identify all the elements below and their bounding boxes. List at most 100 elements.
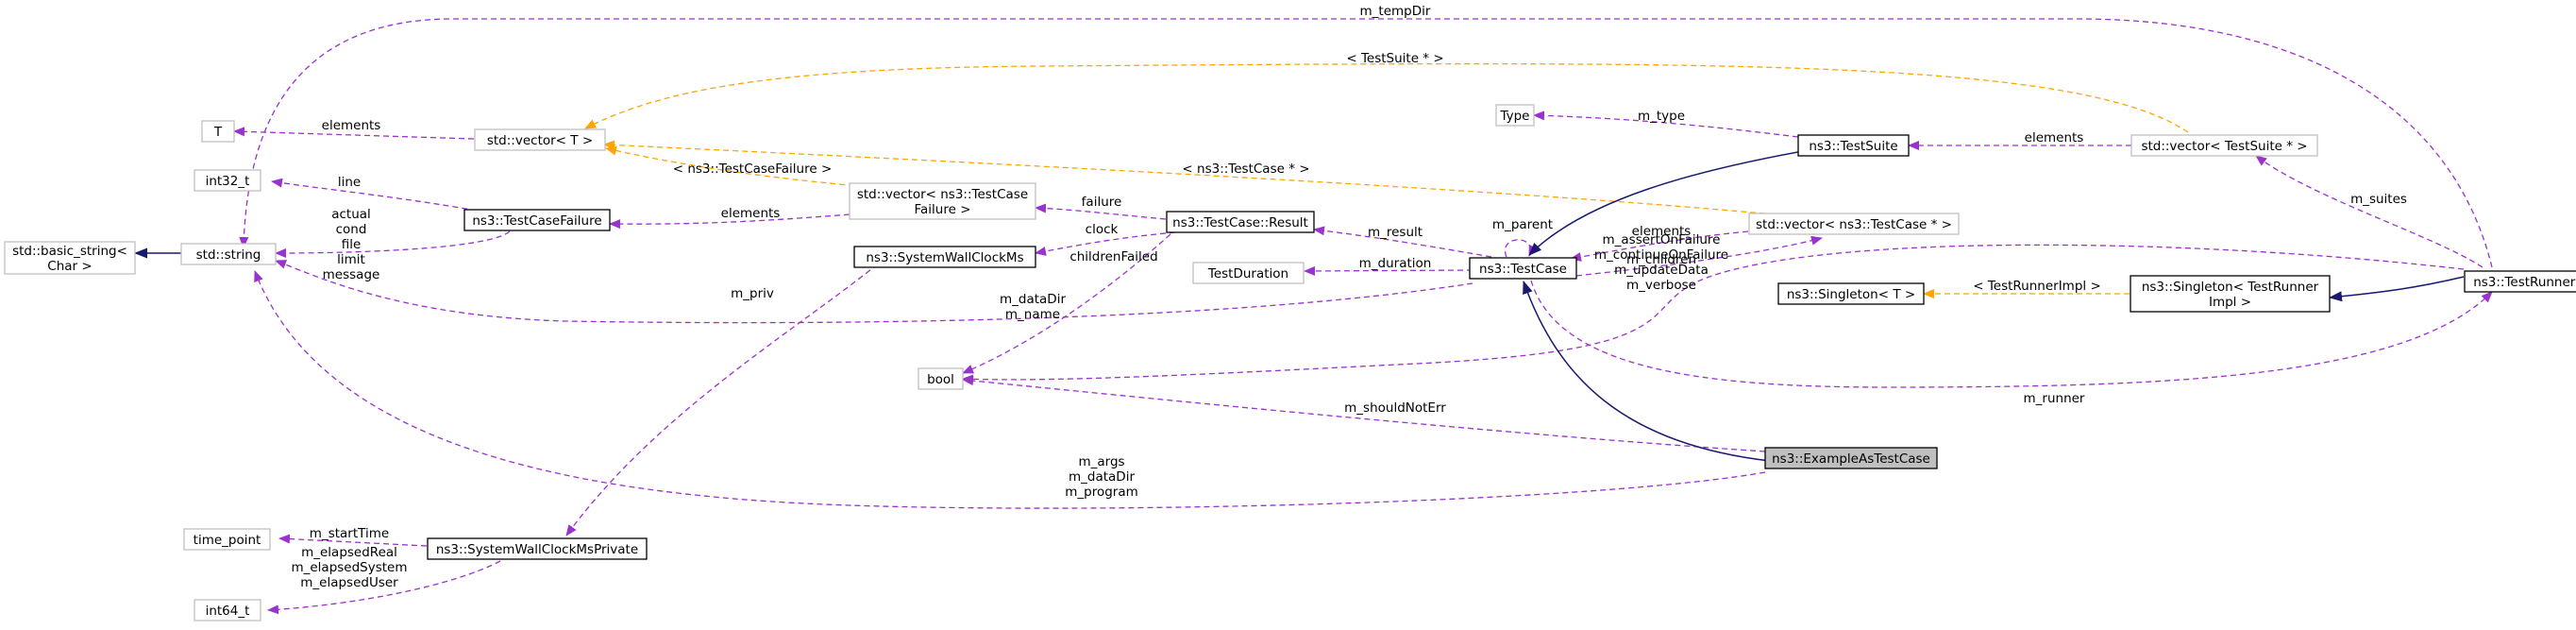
node-label: ns3::ExampleAsTestCase (1772, 451, 1930, 467)
node-time-point[interactable]: time_point (183, 528, 271, 551)
node-test-case-failure[interactable]: ns3::TestCaseFailure (463, 209, 611, 231)
edge-line (271, 178, 478, 212)
edge-label: clock (1086, 222, 1119, 237)
node-box (463, 209, 611, 231)
edge-elapsed (267, 560, 501, 615)
node-label: std::basic_string< (12, 244, 127, 259)
node-test-case[interactable]: ns3::TestCase (1469, 257, 1577, 280)
node-test-suite[interactable]: ns3::TestSuite (1797, 134, 1910, 157)
edge-label: m_result (1368, 225, 1423, 240)
node-box (194, 169, 261, 192)
node-box (853, 246, 1036, 268)
edge-label: file (342, 237, 362, 252)
edge-label: elements (1632, 224, 1692, 239)
node-box (201, 120, 235, 143)
node-label: ns3::TestCase::Result (1172, 215, 1308, 230)
node-int32[interactable]: int32_t (194, 169, 261, 192)
edge-test-case-tpl (603, 140, 1794, 217)
edge-label: failure (1082, 195, 1122, 210)
node-basic-string[interactable]: std::basic_string<Char > (4, 241, 136, 275)
edge-should-not-err (962, 376, 1766, 452)
edge-type (1533, 111, 1799, 138)
node-type[interactable]: Type (1495, 104, 1535, 127)
nodes-layer: std::basic_string<Char > std::string Tint3… (4, 104, 2576, 621)
node-runner-impl[interactable]: ns3::TestRunnerImpl (2464, 270, 2576, 293)
node-box (1495, 104, 1535, 127)
edge-data-dir-name (275, 260, 1473, 324)
edge-label: < ns3::TestCaseFailure > (673, 162, 833, 177)
edge-label: m_runner (2024, 391, 2085, 406)
node-label: bool (927, 372, 954, 387)
edge-label: m_program (1065, 485, 1138, 500)
node-label: ns3::TestSuite (1809, 139, 1897, 154)
node-vector-failure[interactable]: std::vector< ns3::TestCaseFailure > (849, 182, 1036, 220)
node-vector-test-case[interactable]: std::vector< ns3::TestCase * > (1748, 213, 1960, 235)
node-box (1192, 262, 1305, 284)
node-singleton-t[interactable]: ns3::Singleton< T > (1777, 282, 1925, 305)
node-label: Impl > (2209, 295, 2251, 310)
edge-result (1313, 226, 1492, 258)
node-box (194, 599, 261, 621)
edge-label: message (323, 267, 380, 282)
node-test-duration[interactable]: TestDuration (1192, 262, 1305, 284)
edge-label: m_suites (2350, 192, 2407, 207)
edge-label: m_dataDir (1000, 292, 1066, 307)
node--t[interactable]: T (201, 120, 235, 143)
edge-label: childrenFailed (1069, 249, 1157, 264)
node-box (1797, 134, 1910, 157)
edges-layer (134, 18, 2493, 615)
node-string[interactable]: std::string (180, 243, 277, 265)
node-wall-clock-private[interactable]: ns3::SystemWallClockMsPrivate (427, 537, 648, 560)
edge-args (254, 270, 1766, 509)
edge-start-time (278, 534, 428, 547)
node-label: Type (1499, 109, 1529, 124)
edge-label: m_type (1638, 109, 1685, 124)
node-label: int64_t (206, 604, 250, 619)
node-label: std::vector< TestSuite * > (2141, 139, 2307, 154)
node-label: ns3::TestCase (1479, 262, 1567, 277)
node-int64[interactable]: int64_t (194, 599, 261, 621)
node-vector-t[interactable]: std::vector< T > (474, 128, 606, 151)
node-box (1764, 447, 1938, 469)
edge-label: m_children (1626, 252, 1696, 267)
node-wall-clock[interactable]: ns3::SystemWallClockMs (853, 246, 1036, 268)
node-box (183, 528, 271, 551)
node-bool[interactable]: bool (918, 367, 964, 390)
edge-label: m_updateData (1614, 263, 1709, 278)
edge-label: < ns3::TestCase * > (1182, 162, 1309, 177)
edge-bool-flags (962, 244, 2465, 384)
node-box (180, 243, 277, 265)
node-result[interactable]: ns3::TestCase::Result (1166, 211, 1315, 233)
node-label: Char > (47, 259, 92, 274)
node-singleton-runner[interactable]: ns3::Singleton< TestRunnerImpl > (2130, 275, 2331, 313)
node-label: std::vector< ns3::TestCase * > (1756, 217, 1952, 232)
edge-label: line (338, 175, 361, 190)
edge-label: cond (336, 222, 367, 237)
node-label: ns3::Singleton< T > (1787, 287, 1915, 302)
edge-label: m_verbose (1626, 278, 1696, 293)
edge-elements-case (1570, 230, 1749, 262)
node-label: ns3::Singleton< TestRunner (2142, 280, 2319, 295)
edge-runner (1530, 280, 2493, 388)
node-box (2130, 134, 2318, 157)
node-example-as-test-case[interactable]: ns3::ExampleAsTestCase (1764, 447, 1938, 469)
edge-label: m_duration (1359, 256, 1432, 271)
node-label: time_point (194, 533, 261, 548)
node-label: int32_t (206, 174, 250, 189)
node-box (427, 537, 648, 560)
edge-parent (1504, 239, 1538, 258)
node-label: std::vector< ns3::TestCase (857, 187, 1028, 202)
node-label: T (213, 125, 223, 140)
node-box (4, 241, 136, 275)
node-label: ns3::TestCaseFailure (472, 213, 601, 229)
edge-test-suite-tpl (584, 62, 2189, 133)
node-box (2130, 275, 2331, 313)
edge-label: m_elapsedSystem (291, 560, 407, 575)
edge-label: < TestRunnerImpl > (1973, 279, 2101, 294)
edge-children (1575, 235, 1823, 277)
edge-label: m_startTime (310, 526, 389, 541)
node-vector-suite[interactable]: std::vector< TestSuite * > (2130, 134, 2318, 157)
node-label: std::vector< T > (487, 133, 593, 148)
edge-string-fields (275, 230, 511, 258)
